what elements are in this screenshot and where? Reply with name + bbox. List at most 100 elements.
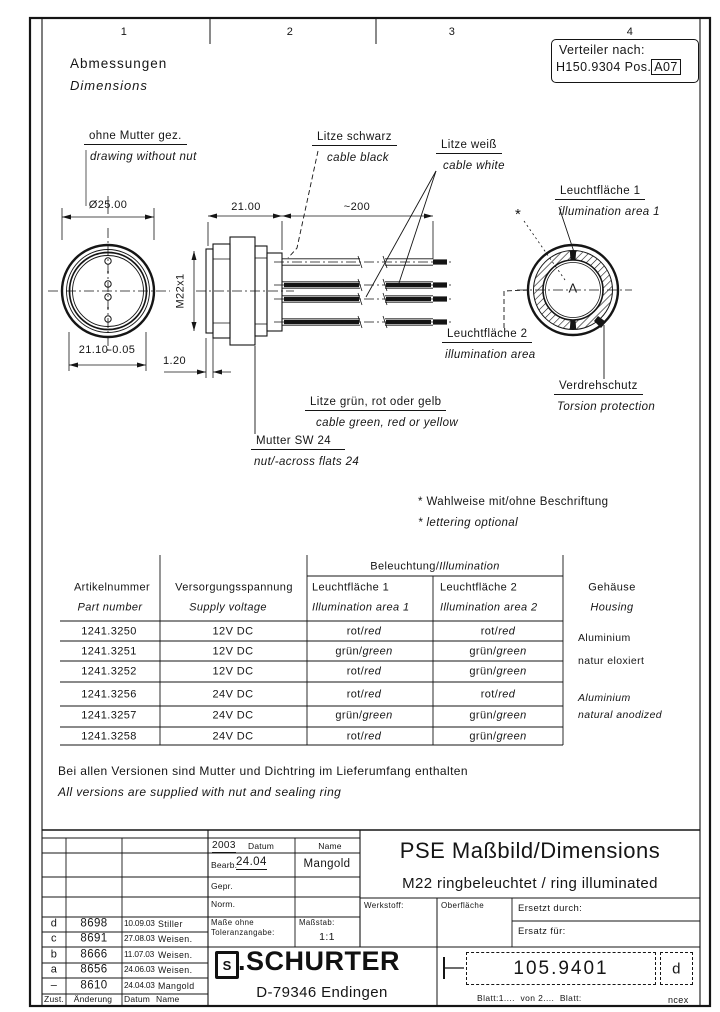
label-cable-white-en: cable white xyxy=(443,160,505,172)
schurter-logo-icon: S xyxy=(215,951,239,979)
illumination2-cell: grün/green xyxy=(469,645,527,658)
front-view xyxy=(48,228,170,354)
label-illumination2-en: illumination area xyxy=(445,349,536,361)
label-cable-black-de: Litze schwarz xyxy=(312,131,397,147)
sheet-code: ncex xyxy=(668,995,689,1005)
revision-rev: – xyxy=(50,979,58,992)
label-illumination1-en: illumination area 1 xyxy=(559,206,660,218)
table-header-part-de: Artikelnummer xyxy=(73,581,151,594)
part-number-cell: 1241.3252 xyxy=(81,665,137,678)
replacement-for-label: Ersatz für: xyxy=(518,926,566,937)
illumination2-cell: grün/green xyxy=(469,709,527,722)
leader-lines xyxy=(254,150,605,434)
lettering-note-en: * lettering optional xyxy=(418,517,519,529)
distribution-position: A07 xyxy=(651,59,681,75)
table-header-area1-de: Leuchtfläche 1 xyxy=(312,581,390,594)
footer-datum: Datum xyxy=(124,994,151,1005)
page-title-de: Abmessungen xyxy=(70,56,168,71)
revision-change: 8666 xyxy=(80,948,108,961)
label-torsion-de: Verdrehschutz xyxy=(554,380,643,396)
company-name: .SCHURTER xyxy=(238,946,401,976)
table-header-group: Beleuchtung/Illumination xyxy=(370,560,500,573)
dim-rear-diameter: 21.10-0.05 xyxy=(78,344,136,356)
revision-name: Weisen. xyxy=(158,949,193,960)
revision-date: 10.09.03 xyxy=(124,918,155,929)
label-illumination2-de: Leuchtfläche 2 xyxy=(442,328,533,344)
zone-number-2: 2 xyxy=(286,26,294,38)
footer-zust: Zust. xyxy=(44,994,64,1005)
voltage-cell: 12V DC xyxy=(212,645,254,658)
footer-aenderung: Änderung xyxy=(73,994,113,1005)
table-header-voltage-de: Versorgungsspannung xyxy=(175,581,293,594)
table-header-area2-de: Leuchtfläche 2 xyxy=(440,581,518,594)
part-number-cell: 1241.3257 xyxy=(81,709,137,722)
housing-de-line1: Aluminium xyxy=(578,631,631,644)
torsion-protection-nub xyxy=(594,316,606,328)
table-header-housing-de: Gehäuse xyxy=(588,581,636,594)
page-title-en: Dimensions xyxy=(70,78,148,93)
label-without-nut-en: drawing without nut xyxy=(90,151,197,163)
table-header-area2-en: Illumination area 2 xyxy=(440,601,538,614)
document-number: 105.9401 xyxy=(513,957,609,979)
revision-date: 24.04.03 xyxy=(124,980,155,991)
dim-flange: 1.20 xyxy=(163,355,187,367)
illumination2-cell: rot/red xyxy=(480,625,516,638)
bearb-label: Bearb. xyxy=(211,860,238,870)
side-view xyxy=(196,236,294,346)
surface-label: Oberfläche xyxy=(441,901,485,910)
delivery-note-en: All versions are supplied with nut and s… xyxy=(58,785,342,799)
asterisk-marker: * xyxy=(515,206,522,223)
sheet-border xyxy=(28,16,712,1008)
illumination2-cell: grün/green xyxy=(469,665,527,678)
revision-name: Weisen. xyxy=(158,933,193,944)
revision-letter: d xyxy=(672,959,681,977)
voltage-cell: 24V DC xyxy=(212,688,254,701)
housing-de-line2: natur eloxiert xyxy=(578,654,645,667)
lettering-note-de: * Wahlweise mit/ohne Beschriftung xyxy=(418,496,609,508)
ring-lettering-glyph: Λ xyxy=(568,280,578,296)
table-header-housing-en: Housing xyxy=(590,601,634,614)
revision-date: 27.08.03 xyxy=(124,933,155,944)
revision-date: 11.07.03 xyxy=(124,949,155,960)
label-cable-colors-en: cable green, red or yellow xyxy=(316,417,459,429)
scale-label: Maßstab: xyxy=(299,918,335,927)
side-dimensions xyxy=(164,213,434,378)
table-grid xyxy=(60,555,564,746)
illumination1-cell: rot/red xyxy=(346,665,382,678)
revision-letter-box: d xyxy=(660,952,693,985)
footer-name: Name xyxy=(156,994,180,1005)
cables xyxy=(274,255,452,329)
delivery-note-de: Bei allen Versionen sind Mutter und Dich… xyxy=(58,764,468,778)
illumination1-cell: grün/green xyxy=(335,645,393,658)
titleblock-year: 2003 xyxy=(212,840,236,853)
revision-change: 8610 xyxy=(80,979,108,992)
label-nut-de: Mutter SW 24 xyxy=(251,435,346,451)
drawing-title: PSE Maßbild/Dimensions xyxy=(399,838,661,863)
sheet-info: Blatt:1.... von 2.... Blatt: xyxy=(477,993,582,1003)
material-label: Werkstoff: xyxy=(364,901,404,910)
distribution-number: H150.9304 Pos.A07 xyxy=(556,59,681,75)
distribution-box: Verteiler nach: H150.9304 Pos.A07 xyxy=(551,39,699,83)
label-without-nut-de: ohne Mutter gez. xyxy=(84,130,187,146)
label-torsion-en: Torsion protection xyxy=(557,401,656,413)
voltage-cell: 24V DC xyxy=(212,730,254,743)
table-header-voltage-en: Supply voltage xyxy=(189,601,267,614)
revision-name: Stiller xyxy=(158,918,183,929)
part-number-cell: 1241.3258 xyxy=(81,730,137,743)
revision-change: 8698 xyxy=(80,917,108,930)
revision-name: Mangold xyxy=(158,980,195,991)
part-number-cell: 1241.3251 xyxy=(81,645,137,658)
label-cable-black-en: cable black xyxy=(327,152,389,164)
front-dimensions xyxy=(61,150,155,371)
label-cable-colors-de: Litze grün, rot oder gelb xyxy=(305,396,447,412)
gepr-label: Gepr. xyxy=(211,881,233,891)
titleblock-name-label: Name xyxy=(318,841,342,851)
revision-change: 8656 xyxy=(80,963,108,976)
dim-cable-length: ~200 xyxy=(343,201,371,213)
voltage-cell: 12V DC xyxy=(212,625,254,638)
dim-front-diameter: Ø25.00 xyxy=(88,199,128,211)
bearb-name: Mangold xyxy=(303,858,351,870)
illumination1-cell: rot/red xyxy=(346,625,382,638)
